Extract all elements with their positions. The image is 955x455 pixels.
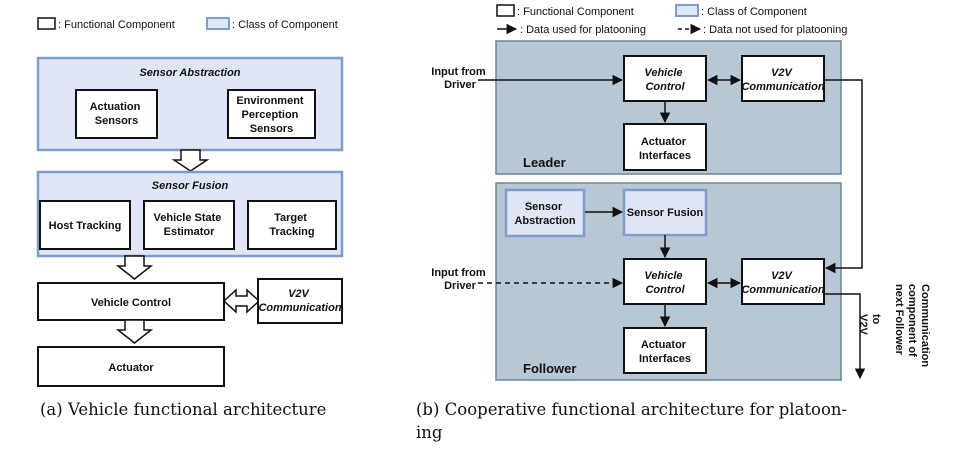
leader-v2v-box [741, 55, 825, 102]
follower-v2v-box [741, 258, 825, 305]
hollow-arrow-down [115, 255, 154, 280]
vehicle-state-estimator-box [143, 200, 235, 250]
follower-sensor-fusion-label: Sensor Fusion [627, 207, 704, 219]
hollow-double-arrow [222, 288, 261, 314]
legend-functional-label: : Functional Component [58, 19, 175, 31]
v2v-communication-box [257, 278, 343, 324]
sensor-fusion-title: Sensor Fusion [152, 180, 229, 192]
target-tracking-box [247, 200, 337, 250]
environment-perception-box [227, 89, 316, 139]
environment-perception-label: Environment Perception Sensors [236, 95, 306, 135]
legend-class-swatch [206, 17, 230, 30]
leader-vehicle-control-label: Vehicle Control [644, 67, 685, 93]
v2v-communication-label: V2V Communication [258, 288, 341, 314]
caption-a: (a) Vehicle functional architecture [40, 400, 326, 419]
legend-functional-label: : Functional Component [517, 6, 634, 18]
legend-class-label: : Class of Component [701, 6, 807, 18]
follower-sensor-abstraction-box [504, 188, 586, 238]
sensor-fusion-class: Sensor Fusion Host Tracking Vehicle Stat… [36, 170, 344, 258]
hollow-arrow-down [115, 319, 154, 344]
caption-b-line2: ing [416, 423, 443, 442]
to-next-follower-link [824, 293, 866, 380]
sensor-abstraction-title: Sensor Abstraction [139, 67, 240, 79]
to-next-follower-desc: Communication component of next Follower [893, 284, 931, 370]
follower-vehicle-control-box [623, 258, 707, 305]
leader-input-from-driver-label: Input from Driver [431, 66, 488, 91]
actuation-sensors-label: Actuation Sensors [90, 101, 144, 127]
leader-actuator-interfaces-label: Actuator Interfaces [639, 136, 691, 162]
legend-data-not-used-label: : Data not used for platooning [703, 24, 847, 36]
host-tracking-box [39, 200, 131, 250]
leader-v2v-label: V2V Communication [741, 67, 824, 93]
legend-left: : Functional Component : Class of Compon… [37, 17, 338, 31]
legend-class-swatch [675, 4, 699, 17]
legend-right: : Functional Component : Class of Compon… [496, 4, 847, 36]
actuator-box [37, 346, 225, 387]
legend-class-label: : Class of Component [232, 19, 338, 31]
vehicle-control-label: Vehicle Control [91, 297, 171, 309]
caption-b-line1: (b) Cooperative functional architecture … [416, 400, 847, 419]
follower-input-from-driver-label: Input from Driver [431, 267, 488, 292]
follower-sensor-fusion-box [622, 188, 708, 237]
vehicle-state-estimator-label: Vehicle State Estimator [154, 212, 225, 238]
legend-functional-swatch [496, 4, 515, 17]
follower-actuator-interfaces-box [623, 327, 707, 374]
sensor-abstraction-class: Sensor Abstraction Actuation Sensors Env… [36, 56, 344, 152]
follower-actuator-interfaces-label: Actuator Interfaces [639, 339, 691, 365]
follower-label: Follower [523, 361, 576, 376]
host-tracking-label: Host Tracking [49, 220, 122, 232]
follower-v2v-label: V2V Communication [741, 270, 824, 296]
leader-label: Leader [523, 155, 566, 170]
target-tracking-label: Target Tracking [269, 212, 314, 238]
leader-to-follower-v2v-link [824, 79, 863, 274]
follower-sensor-abstraction-label: Sensor Abstraction [514, 201, 575, 227]
hollow-arrow-down [171, 149, 210, 172]
legend-functional-swatch [37, 17, 56, 30]
legend-data-used-label: : Data used for platooning [520, 24, 646, 36]
to-next-follower-label: to V2V [857, 314, 882, 335]
follower-vehicle-control-label: Vehicle Control [644, 270, 685, 296]
actuation-sensors-box [75, 89, 158, 139]
leader-actuator-interfaces-box [623, 123, 707, 171]
actuator-label: Actuator [108, 362, 154, 374]
